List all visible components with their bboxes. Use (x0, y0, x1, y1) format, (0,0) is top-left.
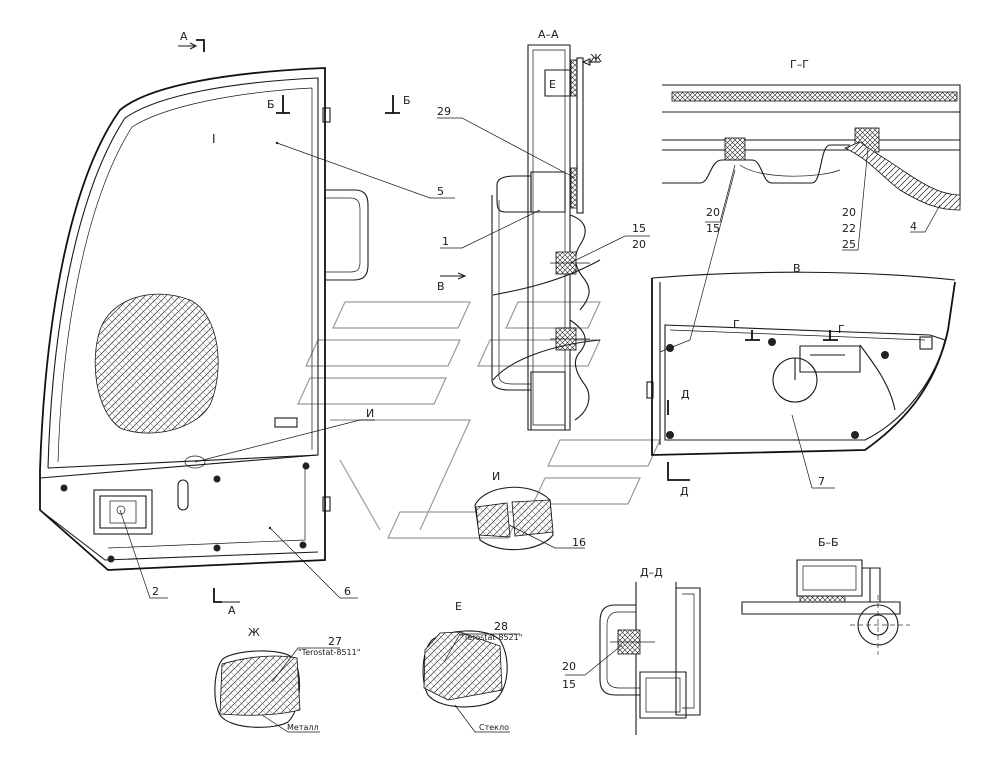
callout-1: 1 (442, 235, 449, 248)
section-g-left-label: Г (733, 318, 740, 331)
note-metal: Металл (287, 723, 319, 732)
roman-one-label: I (212, 132, 216, 146)
glass-hatched-area (94, 293, 219, 434)
callout-29: 29 (437, 105, 451, 118)
section-dd-title: Д–Д (640, 566, 663, 579)
view-v: В Г Г Д Д 7 (646, 262, 956, 498)
section-g-right-label: Г (838, 323, 845, 336)
section-aa-leaders: 29 1 15 20 (437, 105, 650, 264)
callout-4: 4 (910, 220, 917, 233)
detail-zh-ref-label: Ж (590, 52, 602, 65)
view-v-title: В (793, 262, 801, 275)
gg-right-callout-2: 22 (842, 222, 856, 235)
aa-callout-top: 15 (632, 222, 646, 235)
section-gg-title: Г–Г (790, 58, 809, 71)
section-aa-title: А–А (538, 28, 559, 41)
callout-27: 27 (328, 635, 342, 648)
gg-right-callout-1: 20 (842, 206, 856, 219)
section-markers: А А Б Б В (178, 30, 467, 617)
section-b-left-label: Б (267, 98, 275, 111)
view-v-arrow-label: В (437, 280, 445, 293)
section-b-right-label: Б (403, 94, 411, 107)
view-a-top-label: А (180, 30, 188, 43)
callout-28: 28 (494, 620, 508, 633)
detail-e: Е 28 "Terostat-8521" Стекло (422, 600, 522, 733)
dd-callout-bottom: 15 (562, 678, 576, 691)
main-view-leaders: 5 2 6 И (119, 142, 455, 599)
callout-2: 2 (152, 585, 159, 598)
view-a-bottom-label: А (228, 604, 236, 617)
dd-callout-top: 20 (562, 660, 576, 673)
gg-left-callout-bottom: 15 (706, 222, 720, 235)
gg-right-callout-3: 25 (842, 238, 856, 251)
section-bb-title: Б–Б (818, 536, 839, 549)
detail-i: И 16 (474, 470, 586, 551)
note-glass: Стекло (479, 723, 509, 732)
section-aa: А–А Е Ж (491, 28, 602, 431)
detail-zh: Ж 27 "Terostat-8511" Металл (214, 626, 360, 733)
callout-16: 16 (572, 536, 586, 549)
gg-left-callout-top: 20 (706, 206, 720, 219)
section-bb: Б–Б (741, 536, 910, 655)
door-main-view: I (39, 67, 369, 571)
detail-i-title: И (492, 470, 500, 483)
callout-6: 6 (344, 585, 351, 598)
section-d-top-label: Д (681, 388, 690, 401)
view-v-screws (666, 338, 889, 439)
detail-e-ref-label: Е (549, 78, 556, 91)
section-dd: Д–Д 20 15 (562, 566, 701, 735)
screw-heads (60, 462, 310, 563)
callout-7: 7 (818, 475, 825, 488)
background-watermark (297, 301, 661, 539)
section-d-bottom-label: Д (680, 485, 689, 498)
aa-callout-bottom: 20 (632, 238, 646, 251)
note-terostat-8521: "Terostat-8521" (460, 633, 522, 642)
callout-5: 5 (437, 185, 444, 198)
detail-i-ref-label: И (366, 407, 374, 420)
detail-zh-title: Ж (248, 626, 260, 639)
detail-e-title: Е (455, 600, 462, 613)
section-gg: Г–Г (662, 58, 961, 211)
note-terostat-8511: "Terostat-8511" (298, 648, 360, 657)
section-gg-leaders: 20 15 20 22 25 4 (659, 147, 941, 353)
